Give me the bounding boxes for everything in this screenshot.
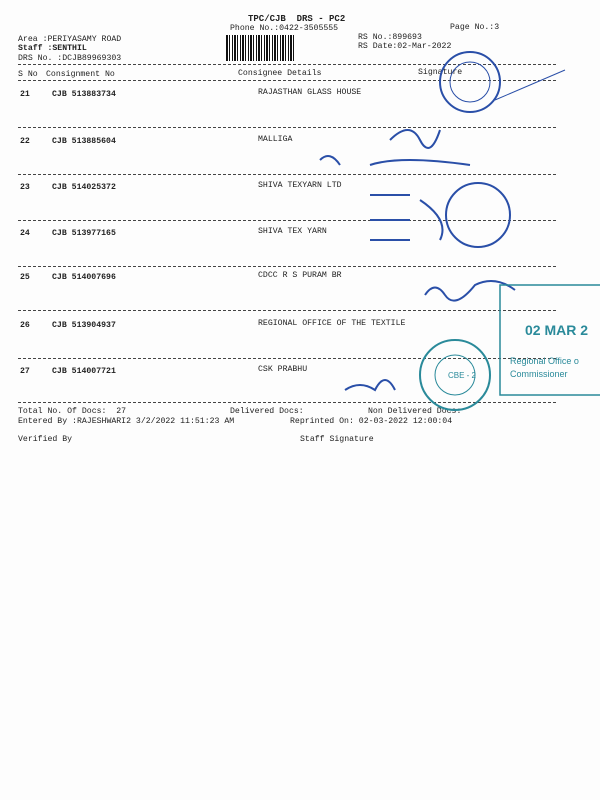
stamp-office-text: Regional Office o — [510, 356, 579, 366]
row-consignee: RAJASTHAN GLASS HOUSE — [258, 88, 362, 97]
row-consignee: SHIVA TEX YARN — [258, 227, 327, 236]
row-sno: 25 — [20, 273, 30, 282]
row-consignment: CJB 514007721 — [52, 367, 116, 376]
staff: Staff :SENTHIL — [18, 44, 87, 53]
row-consignment: CJB 513977165 — [52, 229, 116, 238]
verified-by: Verified By — [18, 435, 73, 444]
col-consignee: Consignee Details — [238, 69, 322, 78]
row-sno: 27 — [20, 367, 30, 376]
row-consignment: CJB 513885604 — [52, 137, 116, 146]
company-stamp — [439, 51, 501, 113]
row-consignee: REGIONAL OFFICE OF THE TEXTILE — [258, 319, 406, 328]
staff-signature-label: Staff Signature — [300, 435, 374, 444]
area: Area :PERIYASAMY ROAD — [18, 35, 122, 44]
col-consignment: Consignment No — [46, 70, 115, 79]
row-divider — [18, 220, 556, 221]
rs-number: RS No.:899693 — [358, 33, 422, 42]
row-divider — [18, 266, 556, 267]
row-sno: 26 — [20, 321, 30, 330]
delivered-docs: Delivered Docs: — [230, 407, 304, 416]
row-consignment: CJB 513904937 — [52, 321, 116, 330]
signature-27 — [344, 379, 396, 392]
row-consignee: CDCC R S PURAM BR — [258, 271, 342, 280]
row-consignment: CJB 514025372 — [52, 183, 116, 192]
row-sno: 21 — [20, 90, 30, 99]
barcode — [226, 35, 294, 61]
texyarn-stamp — [445, 182, 511, 248]
col-sno: S No — [18, 70, 38, 79]
stamp-date-text: 02 MAR 2 — [525, 322, 588, 338]
row-consignee: SHIVA TEXYARN LTD — [258, 181, 342, 190]
stamp-cbe-text: CBE - 2 — [448, 371, 477, 380]
row-divider — [18, 127, 556, 128]
page-number: Page No.:3 — [450, 23, 500, 32]
rs-date: RS Date:02-Mar-2022 — [358, 42, 452, 51]
non-delivered-docs: Non Delivered Docs: — [368, 407, 462, 416]
row-sno: 24 — [20, 229, 30, 238]
row-consignee: CSK PRABHU — [258, 365, 308, 374]
cbe-stamp — [419, 339, 491, 411]
row-divider — [18, 358, 556, 359]
row-sno: 23 — [20, 183, 30, 192]
signature-23-24 — [370, 194, 444, 241]
col-signature: Signature — [418, 68, 463, 77]
regional-office-stamp — [499, 284, 600, 396]
row-consignee: MALLIGA — [258, 135, 293, 144]
row-divider — [18, 174, 556, 175]
reprinted-on: Reprinted On: 02-03-2022 12:00:04 — [290, 417, 453, 426]
row-consignment: CJB 514007696 — [52, 273, 116, 282]
signature-25 — [424, 280, 516, 302]
drs-number: DRS No. :DCJB89969303 — [18, 54, 122, 63]
phone: Phone No.:0422-3505555 — [230, 24, 339, 33]
signature-22 — [389, 129, 441, 149]
stamp-commissioner-text: Commissioner — [510, 369, 568, 379]
row-consignment: CJB 513883734 — [52, 90, 116, 99]
row-divider — [18, 310, 556, 311]
row-sno: 22 — [20, 137, 30, 146]
total-docs: Total No. Of Docs: 27 — [18, 407, 127, 416]
signature-22b — [319, 155, 471, 166]
sheet-title: TPC/CJB DRS - PC2 — [248, 14, 346, 24]
entered-by: Entered By :RAJESHWARI2 3/2/2022 11:51:2… — [18, 417, 235, 426]
